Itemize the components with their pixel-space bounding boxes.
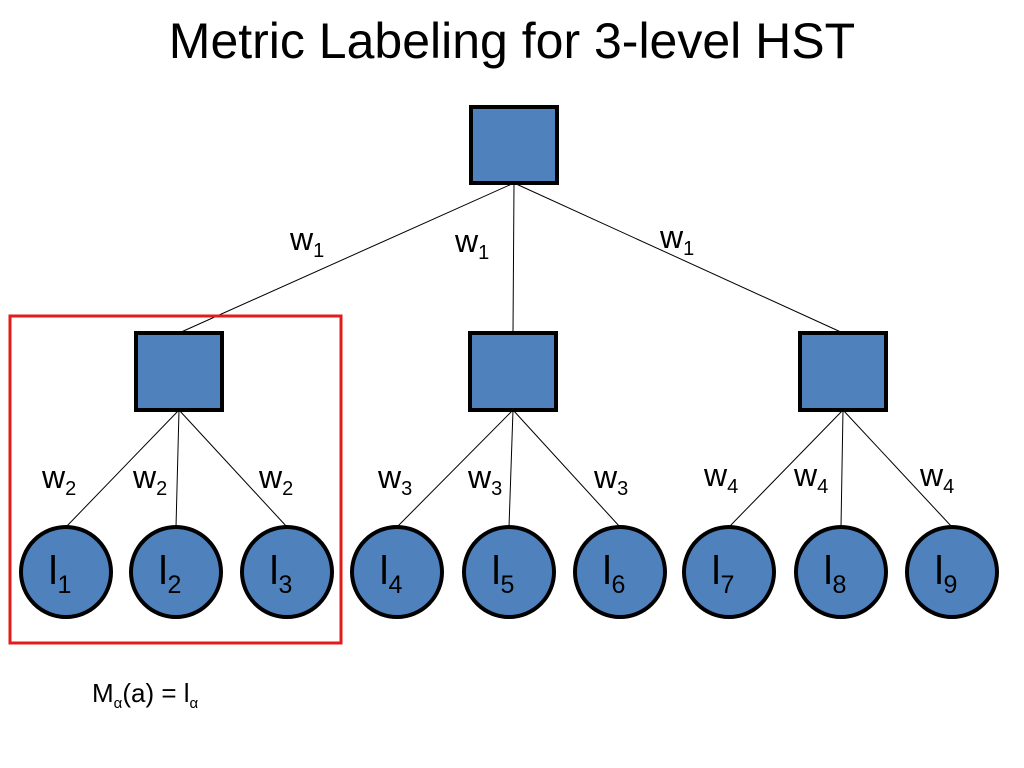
leaf-label-7: l7 [712, 549, 735, 599]
edge-weight-label-1: w1 [289, 221, 324, 262]
labeling-formula: Mα(a) = lα [92, 678, 198, 712]
slide-title: Metric Labeling for 3-level HST [168, 13, 856, 69]
leaf-edge-weight-9: w4 [919, 457, 954, 498]
leaf-edge-weight-6: w3 [593, 459, 628, 500]
leaf-node-3 [240, 525, 334, 619]
root-node [469, 105, 559, 185]
leaf-edge-weight-4: w3 [377, 459, 412, 500]
edge-node-to-leaf-6 [512, 409, 621, 528]
leaf-label-9: l9 [935, 549, 958, 599]
formula-m: M [92, 678, 114, 708]
leaf-node-6 [573, 525, 667, 619]
leaf-node-4 [350, 525, 444, 619]
edge-root-to-node-1 [178, 182, 515, 334]
leaf-label-4: l4 [380, 549, 403, 599]
edge-node-to-leaf-9 [842, 409, 953, 528]
internal-node-1 [134, 331, 224, 412]
leaf-edge-weight-1: w2 [41, 459, 76, 500]
leaf-node-1 [19, 525, 113, 619]
edge-node-to-leaf-7 [728, 409, 844, 528]
leaf-edge-weight-2: w2 [132, 459, 167, 500]
leaf-node-5 [462, 525, 556, 619]
internal-node-3 [798, 331, 888, 412]
edge-node-to-leaf-5 [508, 409, 514, 528]
leaf-node-9 [905, 525, 999, 619]
leaf-label-6: l6 [603, 549, 626, 599]
edge-node-to-leaf-4 [396, 409, 514, 528]
edge-node-to-leaf-8 [840, 409, 844, 528]
edge-weight-label-3: w1 [659, 219, 694, 260]
leaf-label-1: l1 [49, 549, 72, 599]
edge-node-to-leaf-1 [65, 409, 180, 528]
edge-weight-label-2: w1 [454, 223, 489, 264]
edge-root-to-node-2 [512, 182, 515, 334]
leaf-edge-weight-8: w4 [793, 457, 828, 498]
leaf-node-8 [794, 525, 888, 619]
highlight-box [8, 314, 343, 645]
leaf-label-3: l3 [270, 549, 293, 599]
leaf-node-2 [129, 525, 223, 619]
leaf-node-7 [682, 525, 776, 619]
leaf-edge-weight-7: w4 [703, 457, 738, 498]
leaf-edge-weight-5: w3 [467, 459, 502, 500]
leaf-edge-weight-3: w2 [258, 459, 293, 500]
leaf-label-2: l2 [159, 549, 182, 599]
leaf-label-5: l5 [492, 549, 515, 599]
internal-node-2 [468, 331, 558, 412]
edge-node-to-leaf-3 [178, 409, 288, 528]
formula-m-subscript: α [113, 695, 123, 712]
formula-l-subscript: α [189, 695, 199, 712]
leaf-label-8: l8 [824, 549, 847, 599]
edge-root-to-node-3 [513, 182, 844, 334]
edge-node-to-leaf-2 [175, 409, 180, 528]
formula-arg: (a) = l [122, 678, 190, 708]
